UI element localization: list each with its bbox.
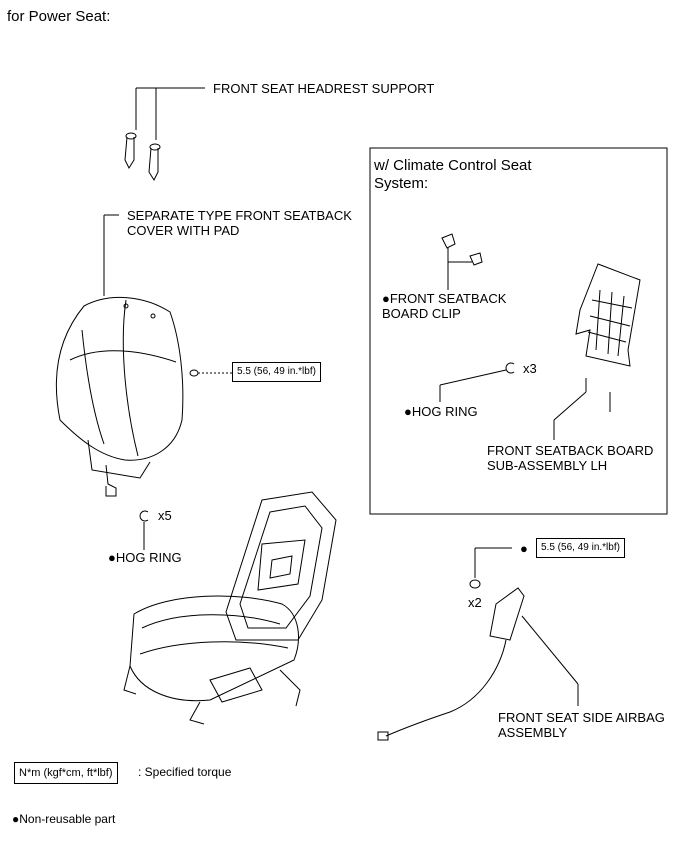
torque-box-airbag: 5.5 (56, 49 in.*lbf) [536,538,625,558]
climate-control-inset-frame [369,147,668,515]
seat-frame-part [123,491,337,725]
label-seatback-board: FRONT SEATBACK BOARD SUB-ASSEMBLY LH [487,443,654,473]
inset-title: w/ Climate Control Seat System: [374,157,532,192]
seatback-cover-part [55,296,184,497]
inset-hog-ring-part [439,362,515,402]
page-title: for Power Seat: [7,8,111,25]
seatback-nut [189,369,232,377]
label-board-clip: ●FRONT SEATBACK BOARD CLIP [382,291,507,321]
legend-non-reusable: ●Non-reusable part [12,812,116,826]
airbag-torque-bullet: ● [520,541,528,556]
headrest-support-leader [135,87,205,140]
hog-ring-left-part [139,510,149,550]
airbag-nut-leader [469,547,512,589]
label-seatback-cover: SEPARATE TYPE FRONT SEATBACK COVER WITH … [127,208,352,238]
legend-torque-desc: : Specified torque [138,765,232,779]
side-airbag-part [377,587,579,741]
label-headrest-support: FRONT SEAT HEADREST SUPPORT [213,81,435,96]
label-inset-hog-ring-qty: x3 [523,361,537,376]
torque-box-seatback: 5.5 (56, 49 in.*lbf) [232,362,321,382]
headrest-support-part [124,132,161,182]
legend-torque-box: N*m (kgf*cm, ft*lbf) [14,762,118,784]
label-hog-ring-left: ●HOG RING [108,550,182,565]
seatback-board-part [553,263,641,440]
label-side-airbag: FRONT SEAT SIDE AIRBAG ASSEMBLY [498,710,665,740]
label-hog-ring-left-qty: x5 [158,508,172,523]
board-clip-part [441,233,483,290]
label-inset-hog-ring: ●HOG RING [404,404,478,419]
label-airbag-nut-qty: x2 [468,595,482,610]
